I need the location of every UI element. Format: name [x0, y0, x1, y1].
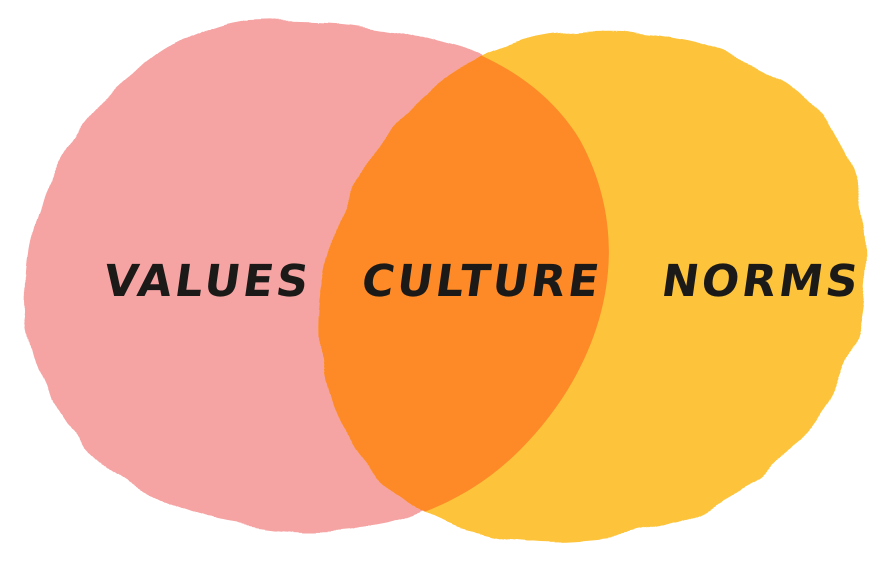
- intersection-culture: [319, 31, 609, 532]
- label-culture: CULTURE: [358, 256, 606, 307]
- label-values: VALUES: [100, 256, 315, 307]
- label-norms: NORMS: [658, 256, 865, 307]
